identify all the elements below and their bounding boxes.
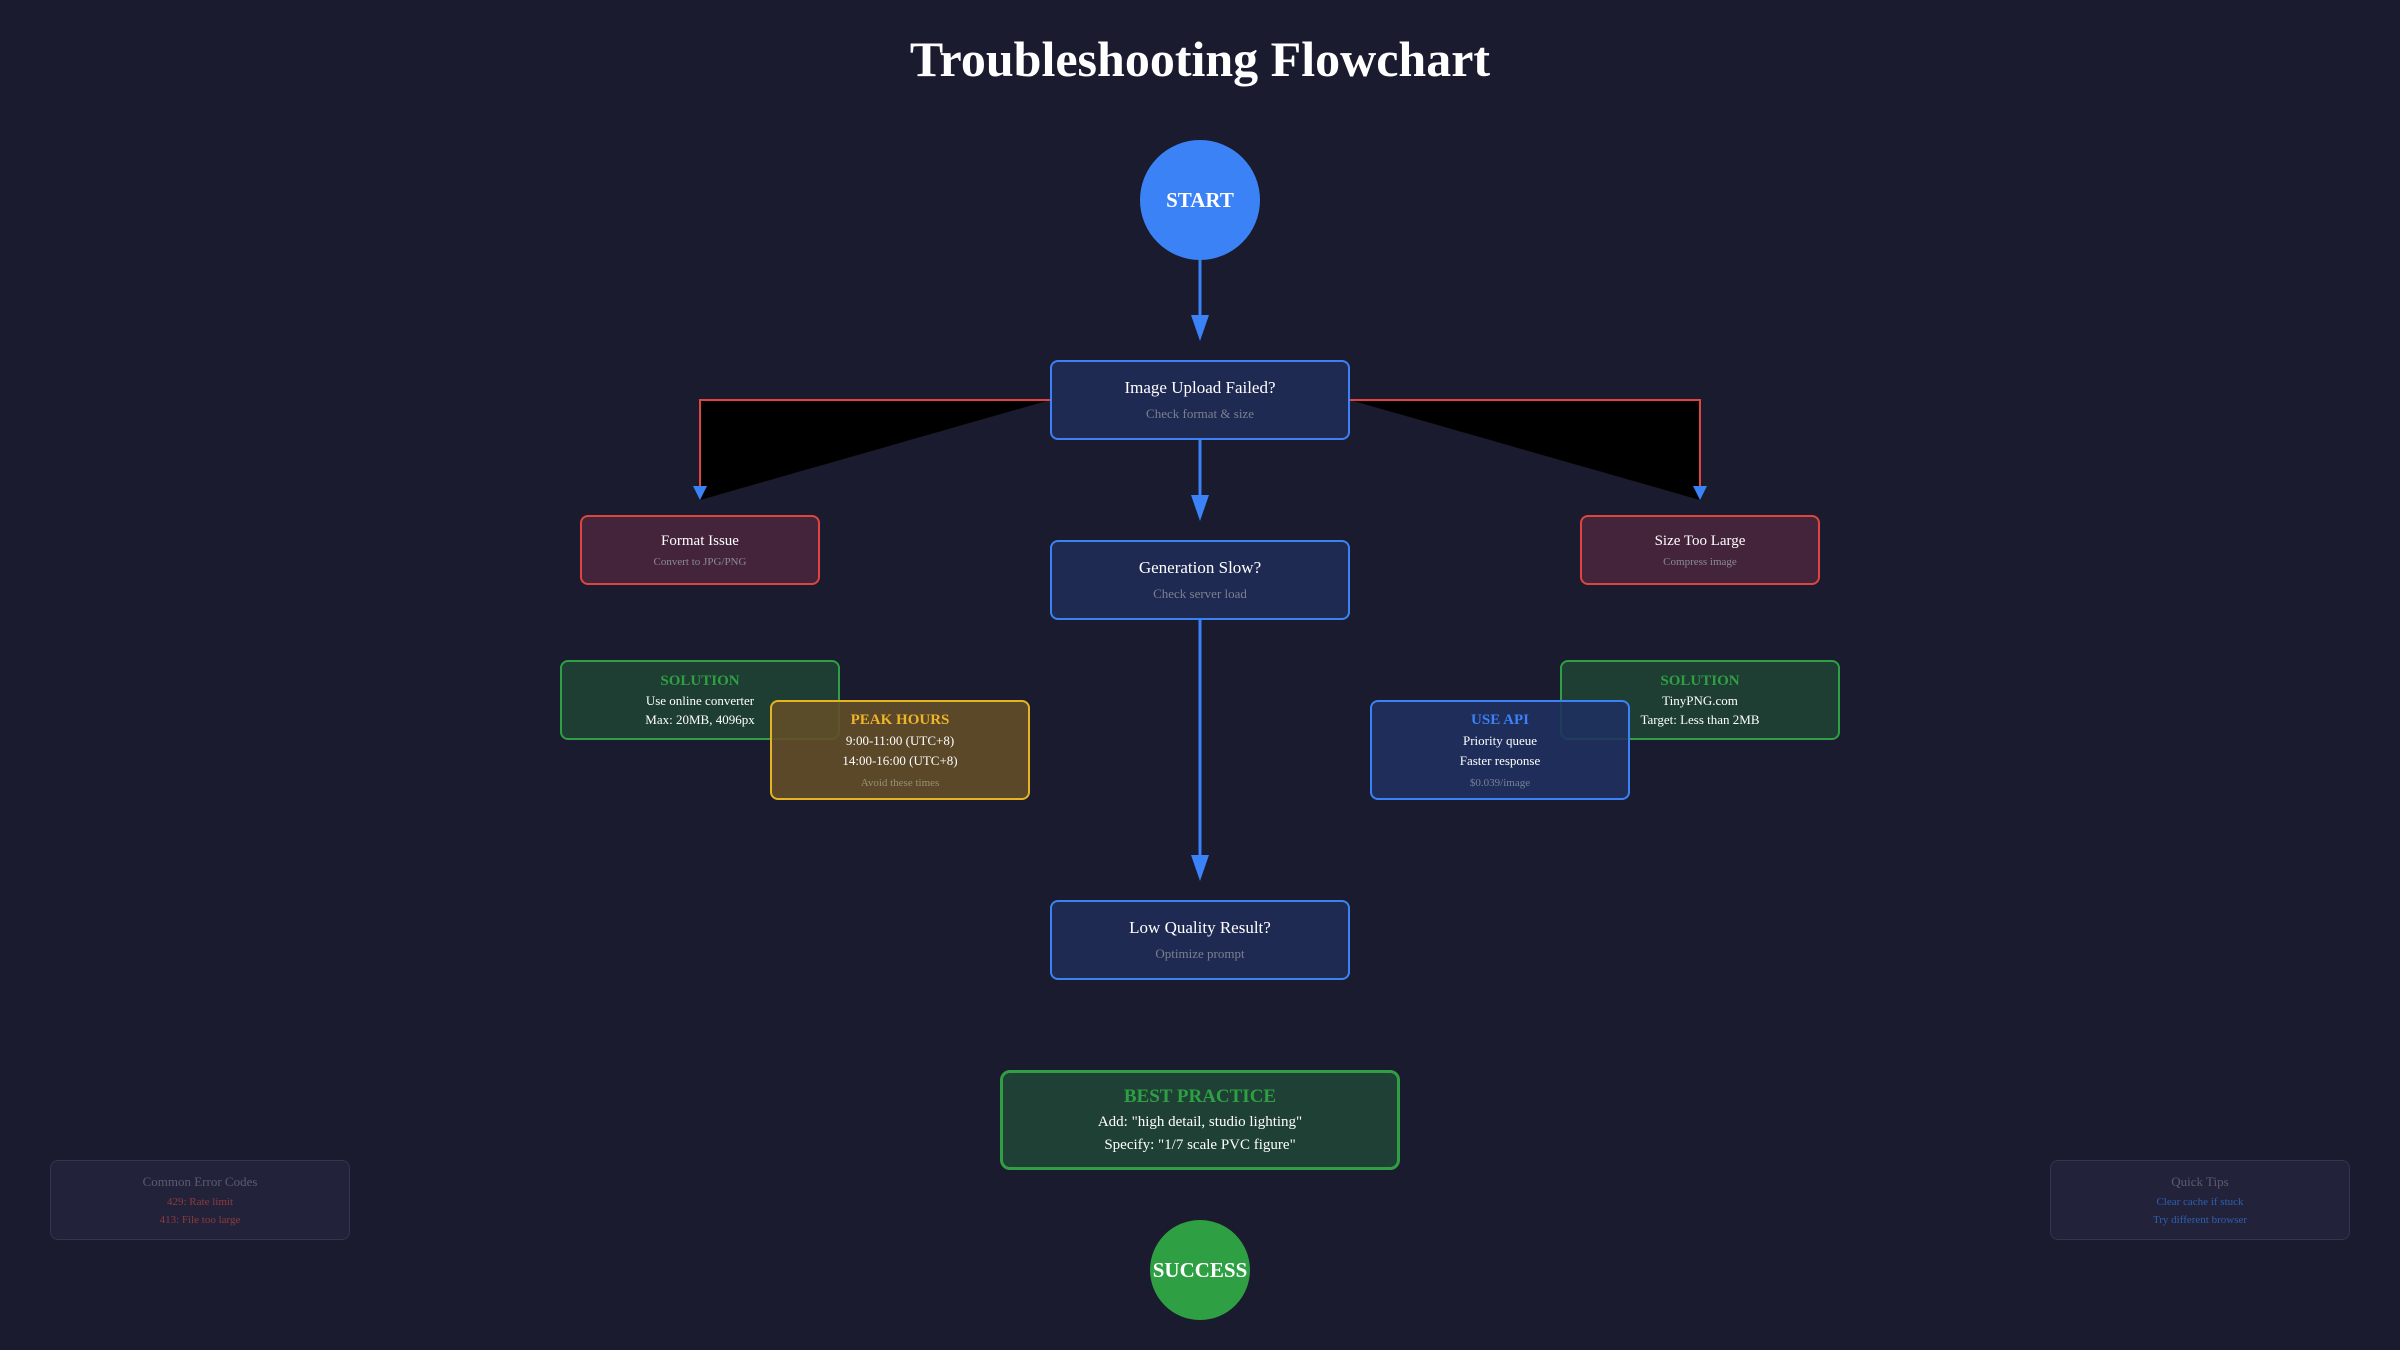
upload-failed-hint: Check format & size (1146, 406, 1254, 421)
solution-right-heading: SOLUTION (1660, 672, 1740, 689)
generation-slow-label: Generation Slow? (1138, 558, 1262, 577)
upload-failed-label: Image Upload Failed? (1124, 378, 1276, 397)
generation-to-quality-arrowhead (1191, 855, 1209, 881)
peak-hours-line: 9:00-11:00 (UTC+8) (845, 732, 955, 748)
format-issue-label: Format Issue (661, 532, 739, 549)
upload-failed-node[interactable]: Image Upload Failed? Check format & size (1050, 360, 1350, 440)
size-issue-hint: Compress image (1663, 555, 1737, 568)
success-label: SUCCESS (1152, 1257, 1248, 1282)
right-branch-wedge (1350, 400, 1700, 500)
solution-right-line: TinyPNG.com (1662, 692, 1738, 708)
error-codes-title: Common Error Codes (142, 1174, 258, 1189)
generation-slow-node[interactable]: Generation Slow? Check server load (1050, 540, 1350, 620)
use-api-price: $0.039/image (1469, 776, 1531, 789)
start-label: START (1166, 187, 1234, 212)
size-issue-node[interactable]: Size Too Large Compress image (1580, 515, 1820, 585)
low-quality-hint: Optimize prompt (1155, 946, 1245, 961)
generation-slow-hint: Check server load (1153, 586, 1247, 601)
quick-tips-title: Quick Tips (2171, 1174, 2229, 1189)
left-branch-wedge (700, 400, 1050, 500)
peak-hours-heading: PEAK HOURS (850, 711, 950, 728)
left-branch-arrowhead (693, 486, 707, 500)
low-quality-node[interactable]: Low Quality Result? Optimize prompt (1050, 900, 1350, 980)
error-code-item: 413: File too large (159, 1214, 241, 1226)
low-quality-label: Low Quality Result? (1129, 918, 1271, 937)
solution-left-heading: SOLUTION (660, 672, 740, 689)
quick-tips-panel: Quick Tips Clear cache if stuck Try diff… (2050, 1160, 2350, 1240)
best-practice-node[interactable]: BEST PRACTICE Add: "high detail, studio … (1000, 1070, 1400, 1170)
upload-to-generation-arrowhead (1191, 495, 1209, 521)
right-branch-arrowhead (1693, 486, 1707, 500)
start-node[interactable]: START (1140, 140, 1260, 260)
solution-left-line: Use online converter (645, 692, 755, 708)
peak-hours-node[interactable]: PEAK HOURS 9:00-11:00 (UTC+8) 14:00-16:0… (770, 700, 1030, 800)
quick-tip-item: Clear cache if stuck (2156, 1196, 2244, 1208)
success-node[interactable]: SUCCESS (1150, 1220, 1250, 1320)
page-title: Troubleshooting Flowchart (909, 31, 1491, 87)
start-to-upload-arrowhead (1191, 315, 1209, 341)
format-issue-node[interactable]: Format Issue Convert to JPG/PNG (580, 515, 820, 585)
use-api-heading: USE API (1471, 711, 1529, 728)
left-branch-line (699, 399, 1050, 488)
solution-right-line: Target: Less than 2MB (1640, 711, 1760, 727)
right-branch-line (1350, 399, 1701, 488)
use-api-line: Faster response (1459, 752, 1541, 768)
best-practice-line: Add: "high detail, studio lighting" (1097, 1114, 1303, 1130)
solution-left-line: Max: 20MB, 4096px (645, 711, 755, 727)
peak-hours-note: Avoid these times (860, 776, 940, 789)
peak-hours-line: 14:00-16:00 (UTC+8) (842, 752, 958, 768)
best-practice-heading: BEST PRACTICE (1123, 1086, 1277, 1107)
quick-tip-item: Try different browser (2152, 1214, 2248, 1226)
error-code-item: 429: Rate limit (167, 1196, 233, 1208)
use-api-line: Priority queue (1462, 732, 1537, 748)
size-issue-label: Size Too Large (1654, 532, 1746, 549)
error-codes-panel: Common Error Codes 429: Rate limit 413: … (50, 1160, 350, 1240)
best-practice-line: Specify: "1/7 scale PVC figure" (1104, 1137, 1296, 1153)
format-issue-hint: Convert to JPG/PNG (653, 555, 747, 568)
use-api-node[interactable]: USE API Priority queue Faster response $… (1370, 700, 1630, 800)
